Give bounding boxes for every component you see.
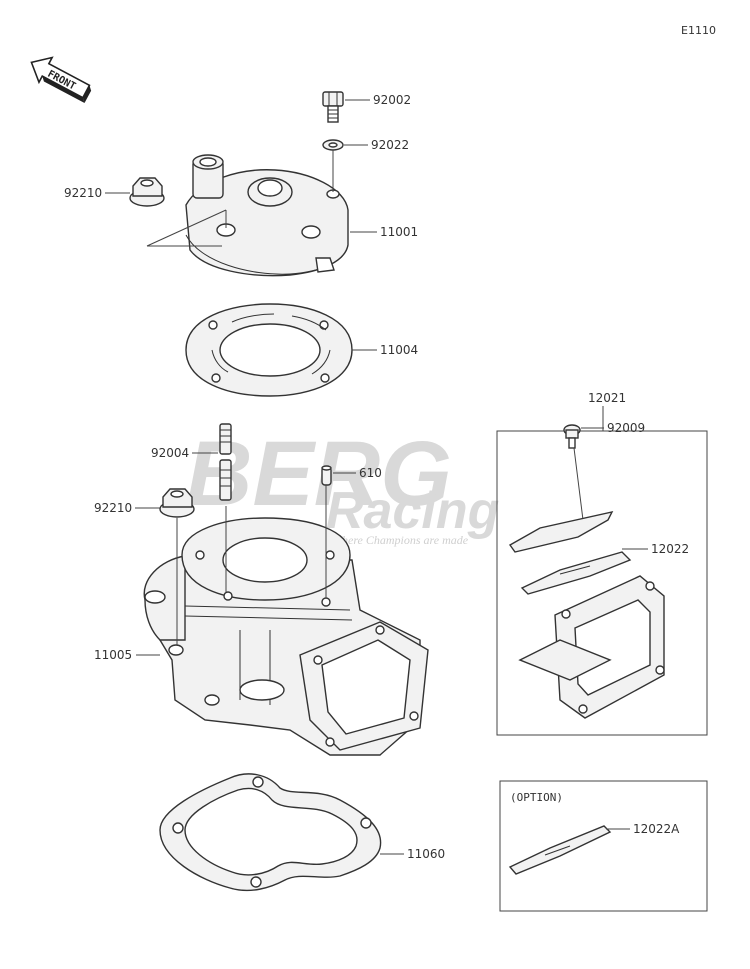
dowel-pin-610 <box>321 465 332 486</box>
base-gasket-11060 <box>159 773 382 892</box>
label-92210-head: 92210 <box>64 186 102 200</box>
option-box <box>499 780 708 912</box>
label-11005: 11005 <box>94 648 132 662</box>
reed-valve-assembly-box <box>496 430 708 736</box>
reed-plate-upper <box>508 510 614 553</box>
label-11004: 11004 <box>380 343 418 357</box>
diagram-code: E1110 <box>681 24 716 37</box>
watermark-tagline: Where Champions are made <box>332 533 469 547</box>
label-11001: 11001 <box>380 225 418 239</box>
nut-92210-cylinder <box>159 488 195 518</box>
cylinder-head-11001 <box>185 154 349 277</box>
nut-92210-head <box>129 177 165 207</box>
label-92009: 92009 <box>607 421 645 435</box>
label-12022A: 12022A <box>633 822 680 836</box>
head-gasket-11004 <box>185 303 353 397</box>
label-11060: 11060 <box>407 847 445 861</box>
label-12021: 12021 <box>588 391 626 405</box>
watermark-sub: Racing <box>326 482 499 540</box>
label-92022: 92022 <box>371 138 409 152</box>
label-92004: 92004 <box>151 446 189 460</box>
option-label: (OPTION) <box>510 791 563 804</box>
label-610: 610 <box>359 466 382 480</box>
reed-block <box>518 575 665 719</box>
label-92002: 92002 <box>373 93 411 107</box>
front-arrow-icon: FRONT <box>30 56 92 104</box>
reed-plate-12022A <box>508 825 612 875</box>
washer-92022 <box>322 139 344 151</box>
reed-plate-12022 <box>520 551 632 595</box>
label-12022: 12022 <box>651 542 689 556</box>
screw-92009 <box>563 424 581 449</box>
cylinder-11005 <box>143 517 429 756</box>
label-92210-cylinder: 92210 <box>94 501 132 515</box>
bolt-92002 <box>322 91 344 123</box>
stud-92004 <box>219 423 232 501</box>
